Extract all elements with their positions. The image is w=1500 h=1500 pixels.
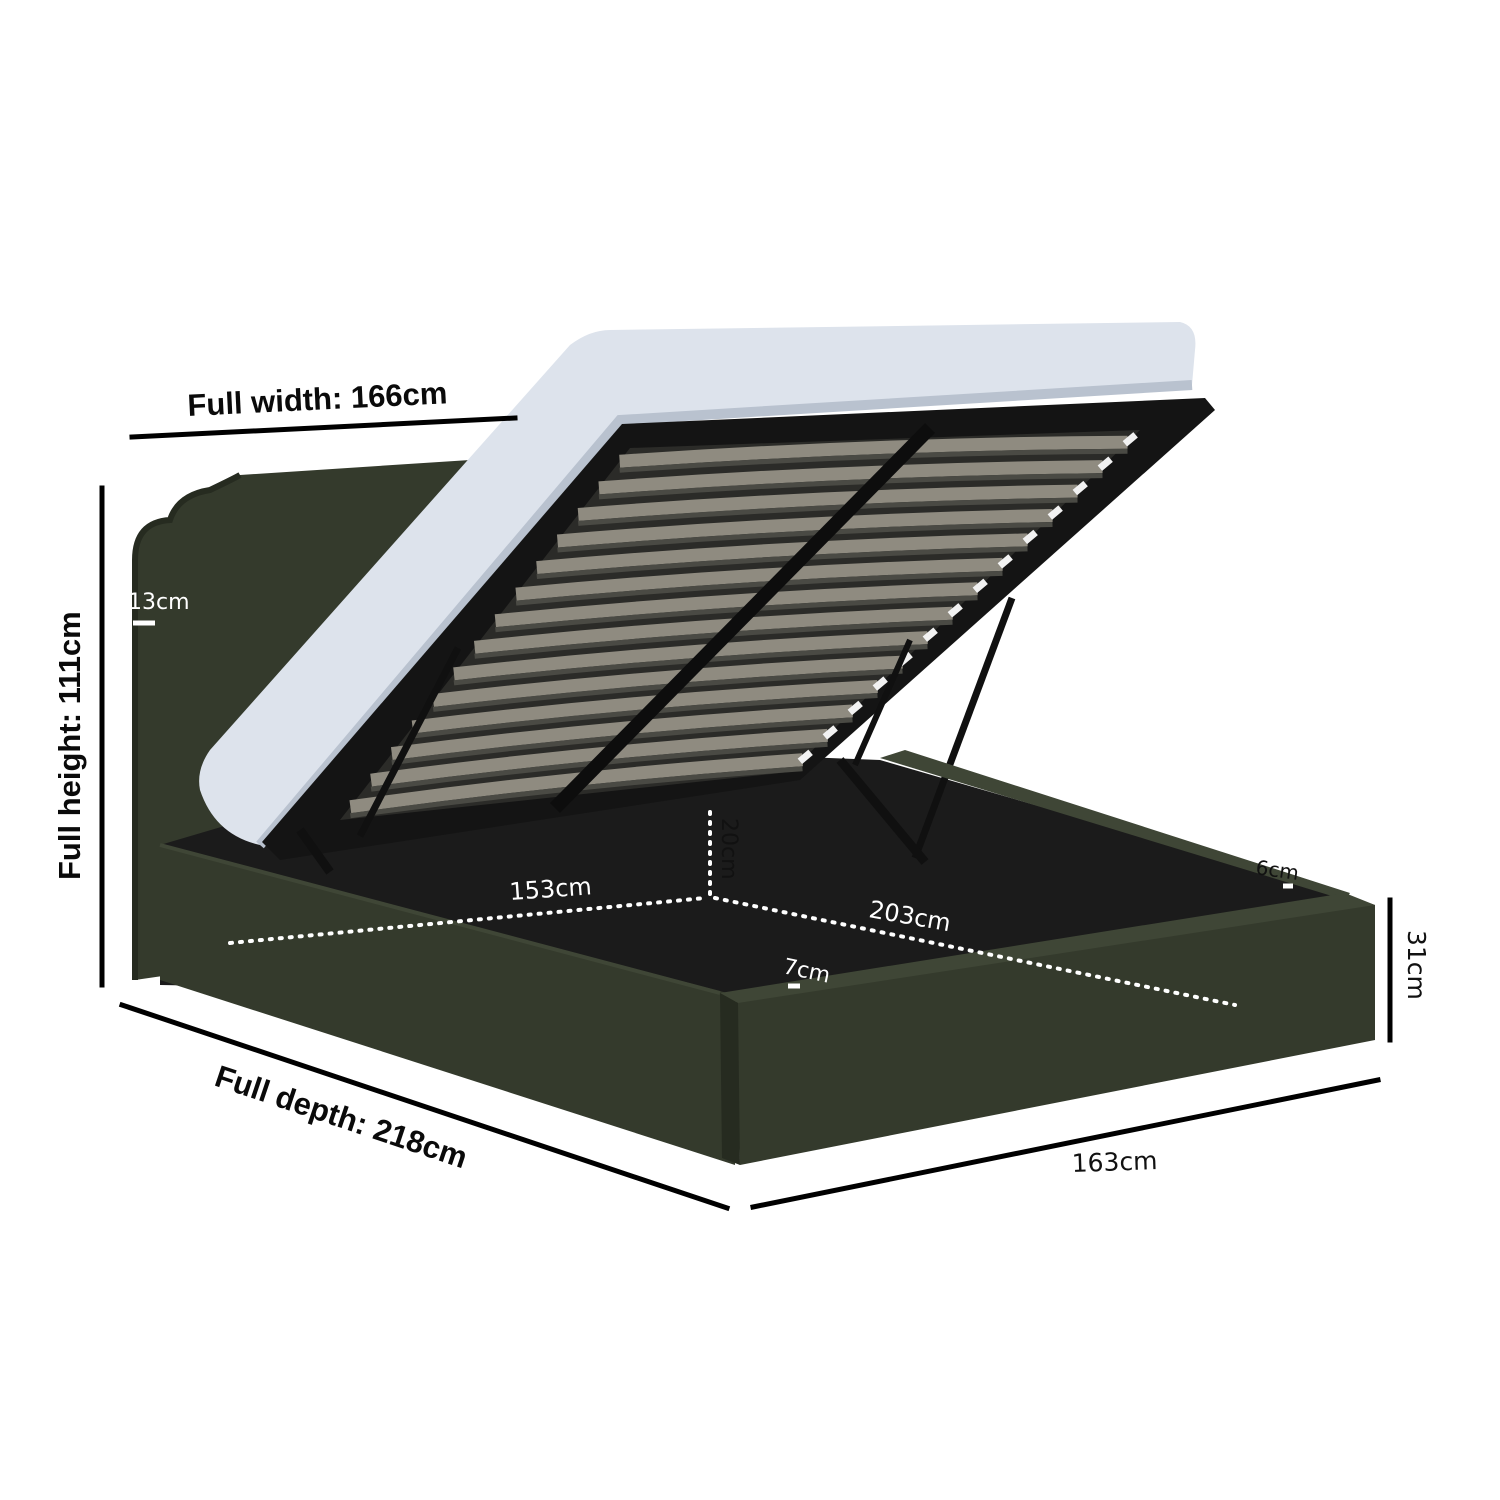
slat-end-cap [997,554,1013,569]
headboard-thickness-label: 13cm [128,590,190,615]
foot-rail [735,895,1375,1165]
full-height-label: Full height: 111cm [52,611,87,880]
gas-strut-right-arm [836,757,929,865]
slat-end-cap [822,725,838,740]
slat-shadow [598,473,1103,500]
slat [536,533,1028,575]
slat-shadow [495,595,978,633]
slat-end-cap [947,603,963,618]
full-depth-line [118,1001,731,1212]
full-width-line [129,415,518,440]
inner-width-label: 153cm [508,872,592,906]
slat [598,460,1103,495]
slat-end-cap [922,627,938,642]
internal-measurements [228,810,1237,1007]
slat-end-cap [797,749,813,765]
slat-end-cap [1072,480,1088,496]
slat [494,582,978,628]
slat-shadow [474,619,953,659]
rail-thickness-ticks [133,620,1293,989]
slat-end-cap [847,700,863,716]
slat-end-cap [1047,505,1063,520]
slat [390,704,853,761]
back-rail-top [880,750,1350,900]
center-support-bar [550,423,935,813]
front-width-line [750,1077,1381,1210]
left-rail-top-edge [159,843,721,995]
gas-strut-left [356,646,462,838]
slat-end-cap [872,676,888,691]
headboard-edge [132,472,242,980]
foot-rail-corner [720,993,740,1165]
slat [473,606,953,654]
slat-shadow [557,522,1053,553]
slat [619,435,1128,468]
storage-depth-label: 20cm [716,818,741,880]
slat-end-cap [1022,529,1038,545]
slat [453,631,928,681]
full-width-label: Full width: 166cm [187,375,449,423]
left-side-rail [160,845,735,1165]
inner-width-dotted-line [228,896,707,945]
slat [577,484,1078,521]
slat-end-cap [1097,456,1113,471]
gas-strut-right [911,596,1016,860]
dimension-lines [99,415,1393,1212]
slat-end-cap [972,578,988,594]
gas-strut-right-arm2 [852,638,913,767]
bed-base [159,750,1375,1165]
lift-platform [199,322,1215,875]
slat-shadow [578,497,1078,526]
slat [556,509,1053,548]
inner-length-dotted-line [713,896,1237,1007]
front-width-label: 163cm [1071,1146,1158,1178]
gas-strut-left-arm [296,827,334,875]
slat-shadow [619,448,1128,473]
slat [411,680,878,734]
slat [432,655,903,707]
slat [515,557,1003,601]
foot-rail-top [720,893,1375,1003]
slat-shadow [515,570,1003,606]
slat-shadow [536,546,1028,580]
mattress-edge [256,380,1193,849]
side-rail-label: 6cm [1254,855,1300,885]
slat-end-cap [1122,432,1138,447]
slats [349,432,1138,819]
side-height-label: 31cm [1402,930,1431,1000]
